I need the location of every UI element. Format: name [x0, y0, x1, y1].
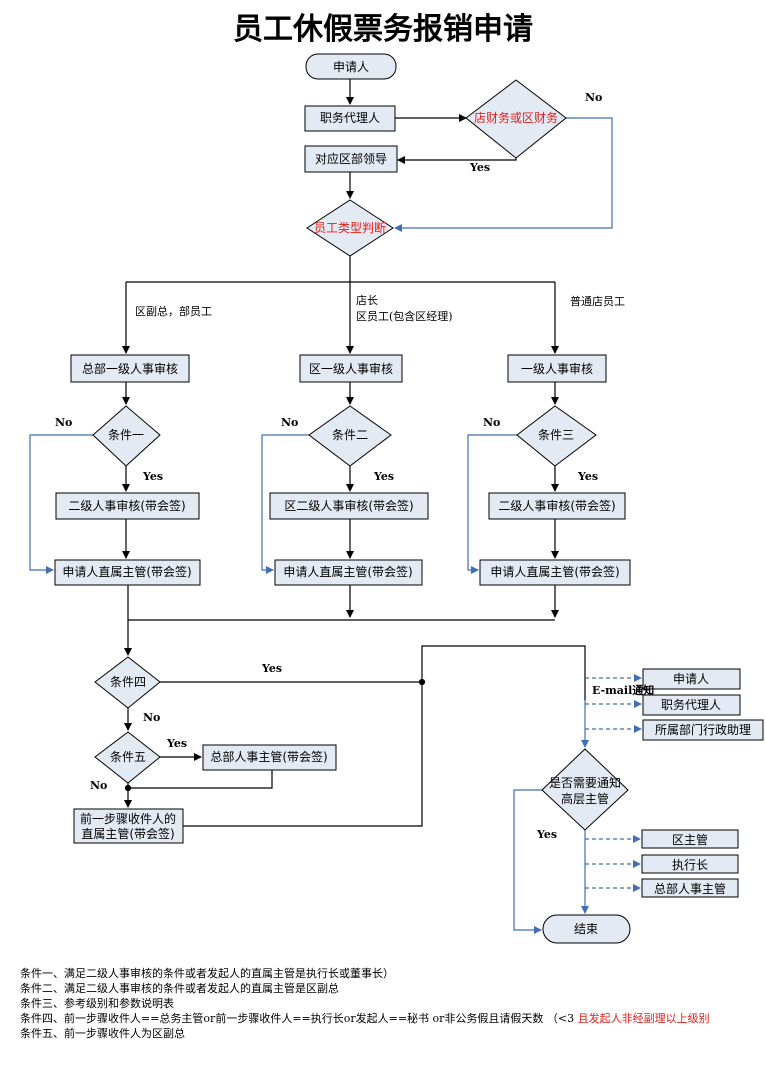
note-cond4: 条件四、前一步骤收件人==总务主管or前一步骤收件人==执行长or发起人==秘书… [20, 1011, 760, 1026]
prev-receiver-box [73, 808, 184, 844]
notify-agent-box [642, 694, 741, 716]
branch-store-label-line2: 区员工(包含区经理) [356, 309, 453, 323]
region-leader-label: 对应区部领导 [315, 151, 387, 166]
end-terminal [542, 914, 631, 944]
no-label-cond4: No [143, 711, 160, 724]
no-label-finance: No [585, 91, 602, 104]
no-label-cond3: No [483, 416, 500, 429]
yes-label-cond5: Yes [166, 737, 187, 750]
employee-type-decision [306, 199, 394, 257]
notify-applicant-label: 申请人 [673, 672, 709, 686]
flow-diagram: 申请人 职务代理人 店财务或区财务 对应区部领导 员工类型判断 总部一级人事审核… [29, 53, 764, 944]
hq-hr-manager2-label: 总部人事主管 [654, 881, 726, 896]
hq-hr-manager2-box [641, 878, 739, 898]
store-finance-label: 店财务或区财务 [474, 110, 558, 125]
hr1-box [507, 354, 607, 383]
yes-label-cond1: Yes [142, 470, 163, 483]
cond3-decision [516, 405, 597, 467]
hq-hr2-box [55, 492, 200, 520]
hr2-label: 二级人事审核(带会签) [498, 498, 615, 513]
prev-receiver-label-line1: 前一步骤收件人的 [80, 811, 176, 826]
hr1-label: 一级人事审核 [521, 361, 593, 376]
region-leader-box [304, 145, 398, 173]
email-label: E-mail通知 [592, 683, 654, 697]
note-cond2: 条件二、满足二级人事审核的条件或者发起人的直属主管是区副总 [20, 982, 339, 995]
employee-type-label: 员工类型判断 [314, 220, 386, 235]
supervisor-b-label: 申请人直属主管(带会签) [283, 564, 412, 579]
cond4-decision [94, 656, 161, 709]
note-cond5: 条件五、前一步骤收件人为区副总 [20, 1027, 185, 1040]
region-hr1-label: 区一级人事审核 [309, 361, 393, 376]
supervisor-c-label: 申请人直属主管(带会签) [490, 564, 619, 579]
branch-store-label-line1: 店长 [356, 293, 378, 307]
applicant-label: 申请人 [333, 60, 369, 74]
cond1-decision [92, 405, 161, 467]
store-finance-decision [465, 79, 567, 159]
hq-hr-manager-box [202, 744, 337, 771]
agent-box [304, 105, 396, 132]
notify-admin-label: 所属部门行政助理 [655, 722, 751, 737]
hq-hr1-label: 总部一级人事审核 [82, 361, 178, 376]
note-cond4-text: 条件四、前一步骤收件人==总务主管or前一步骤收件人==执行长or发起人==秘书… [20, 1012, 578, 1025]
ceo-label: 执行长 [672, 858, 708, 872]
hr2-box [488, 492, 626, 520]
branch-normal-label: 普通店员工 [570, 294, 625, 308]
supervisor-a-box [54, 559, 201, 586]
cond2-label: 条件二 [332, 428, 368, 442]
note-cond3: 条件三、参考级别和参数说明表 [20, 997, 174, 1010]
no-label-cond5: No [90, 779, 107, 792]
end-label: 结束 [574, 922, 598, 936]
cond1-label: 条件一 [108, 428, 144, 442]
branch-hq-label: 区副总，部员工 [135, 304, 212, 318]
conditions-notes: 条件一、满足二级人事审核的条件或者发起人的直属主管是执行长或董事长） 条件二、满… [20, 966, 760, 1041]
region-manager-label: 区主管 [672, 832, 708, 847]
yes-label-notify: Yes [536, 828, 557, 841]
prev-receiver-label-line2: 直属主管(带会签) [81, 826, 174, 841]
notify-agent-label: 职务代理人 [661, 697, 721, 712]
need-notify-label-line2: 高层主管 [561, 791, 609, 806]
yes-label-cond4: Yes [261, 662, 282, 675]
notify-admin-box [642, 719, 764, 741]
cond5-decision [94, 731, 161, 784]
agent-label: 职务代理人 [320, 110, 380, 125]
ceo-box [641, 854, 739, 874]
region-hr2-box [269, 492, 429, 520]
need-notify-decision [541, 748, 629, 831]
yes-label-cond3: Yes [577, 470, 598, 483]
supervisor-b-box [274, 559, 423, 586]
notify-applicant-box [642, 668, 741, 690]
no-label-cond2: No [281, 416, 298, 429]
cond4-label: 条件四 [110, 675, 146, 689]
note-cond1: 条件一、满足二级人事审核的条件或者发起人的直属主管是执行长或董事长） [20, 967, 394, 980]
cond5-label: 条件五 [110, 750, 146, 764]
yes-label-cond2: Yes [373, 470, 394, 483]
region-manager-box [641, 829, 739, 849]
page-title: 员工休假票务报销申请 [233, 12, 533, 47]
cond3-label: 条件三 [538, 428, 574, 442]
region-hr1-box [299, 354, 403, 383]
hq-hr1-box [70, 354, 190, 383]
hq-hr2-label: 二级人事审核(带会签) [68, 498, 185, 513]
no-label-cond1: No [55, 416, 72, 429]
supervisor-a-label: 申请人直属主管(带会签) [62, 564, 191, 579]
need-notify-label-line1: 是否需要通知 [549, 776, 621, 790]
cond2-decision [308, 405, 392, 467]
note-cond4-red: 且发起人非经副理以上级别 [577, 1012, 710, 1025]
yes-label-finance: Yes [469, 161, 490, 174]
region-hr2-label: 区二级人事审核(带会签) [284, 498, 413, 513]
hq-hr-manager-label: 总部人事主管(带会签) [210, 749, 327, 764]
applicant-terminal [305, 53, 397, 80]
supervisor-c-box [479, 559, 631, 586]
